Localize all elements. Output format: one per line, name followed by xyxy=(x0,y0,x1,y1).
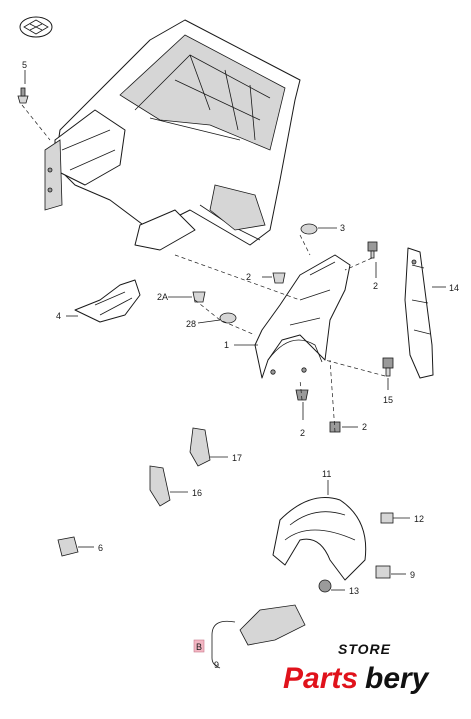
front-fender xyxy=(254,254,351,379)
callout-6: 6 xyxy=(98,543,103,553)
store-watermark: STORE Parts bery xyxy=(283,641,430,695)
deflector-17 xyxy=(189,427,211,467)
callout-2-upper: 2 xyxy=(246,272,251,282)
callout-28: 28 xyxy=(186,319,196,329)
callout-3: 3 xyxy=(340,223,345,233)
clip-2a-icon xyxy=(192,291,206,303)
callout-2-lower: 2 xyxy=(300,428,305,438)
lower-liner-section xyxy=(239,604,306,646)
watermark-store-text: STORE xyxy=(338,641,391,657)
watermark-brand-bery: bery xyxy=(365,662,430,695)
callout-17: 17 xyxy=(232,453,242,463)
side-bracket xyxy=(74,279,141,323)
screw-12-icon xyxy=(380,512,394,524)
callout-2-right: 2 xyxy=(373,281,378,291)
callout-9-right: 9 xyxy=(410,570,415,580)
cap-6-icon xyxy=(57,536,79,557)
callout-16: 16 xyxy=(192,488,202,498)
callout-leaders xyxy=(24,70,446,669)
screw-15-icon xyxy=(382,357,394,377)
callout-2a: 2A xyxy=(157,292,168,302)
deflector-16 xyxy=(149,465,171,507)
manufacturer-logo-icon xyxy=(19,16,53,38)
callout-5: 5 xyxy=(22,60,27,70)
callout-b-highlight xyxy=(193,639,205,653)
callout-b: B xyxy=(196,642,202,652)
watermark-brand-parts: Parts xyxy=(283,662,358,695)
fender-bracket xyxy=(404,247,434,379)
callout-13: 13 xyxy=(349,586,359,596)
callout-15: 15 xyxy=(383,395,393,405)
wheelhouse-liner xyxy=(272,497,367,581)
front-body-structure xyxy=(44,19,301,251)
clip-2-lower-icon xyxy=(295,389,309,401)
screw-13-icon xyxy=(318,579,332,593)
assembly-lines xyxy=(21,104,386,433)
callout-1: 1 xyxy=(224,340,229,350)
clip-5-icon xyxy=(17,87,29,104)
fasteners xyxy=(17,87,394,593)
callout-9-bottom: 9 xyxy=(214,660,219,670)
callout-labels: 5 3 2 2 14 2A 4 28 1 15 2 2 17 16 11 12 … xyxy=(22,60,459,670)
callout-2-bottom: 2 xyxy=(362,422,367,432)
clip-28-icon xyxy=(219,312,237,324)
callout-14: 14 xyxy=(449,283,459,293)
screw-2-right-icon xyxy=(367,241,378,259)
clip-3-icon xyxy=(300,223,318,235)
clip-2-upper-icon xyxy=(272,272,286,284)
callout-4: 4 xyxy=(56,311,61,321)
callout-11: 11 xyxy=(322,469,331,479)
callout-12: 12 xyxy=(414,514,424,524)
nut-9-icon xyxy=(375,565,391,579)
